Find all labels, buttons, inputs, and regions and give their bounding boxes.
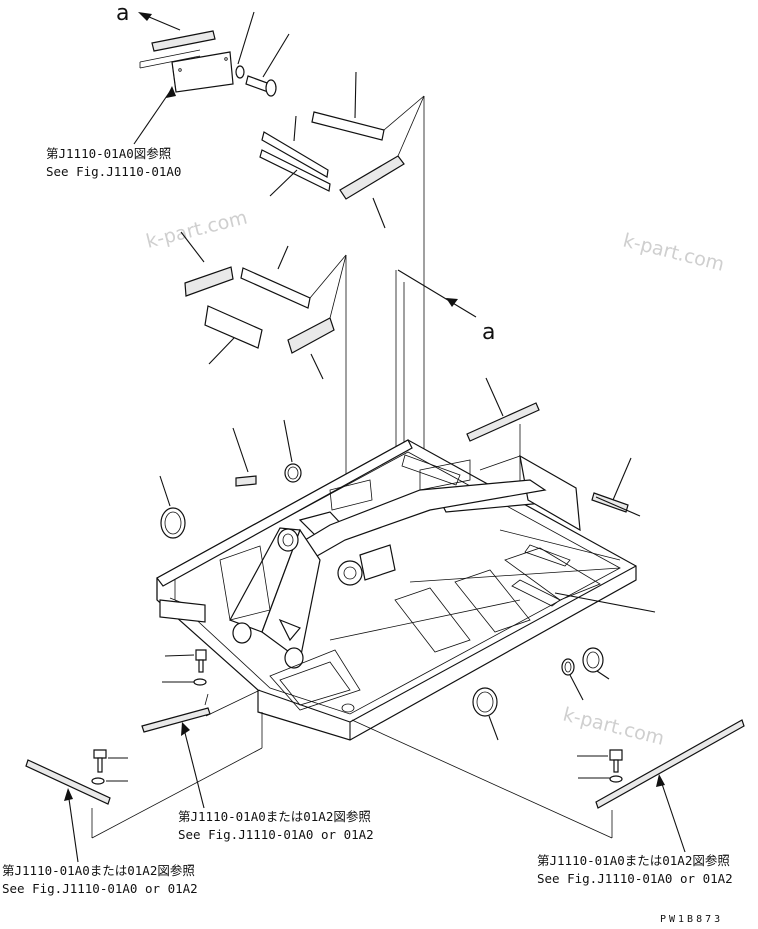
upper-strip-set (259, 71, 425, 640)
ref-bottom-left-jp: 第J1110-01A0または01A2図参照 (2, 863, 195, 878)
arrow-head-icon (166, 86, 176, 98)
right-bolt-cover-set (351, 719, 745, 853)
arrow-head-icon (64, 788, 73, 801)
view-marker-top-label: a (116, 1, 129, 26)
ref-top: 第J1110-01A0図参照 See Fig.J1110-01A0 (46, 86, 181, 179)
watermark-1: k-part.com (144, 206, 250, 252)
arrow-head-icon (446, 298, 458, 307)
watermark-3: k-part.com (561, 704, 667, 750)
ref-bottom-center-jp: 第J1110-01A0または01A2図参照 (178, 809, 371, 824)
arrow-head-icon (138, 12, 152, 21)
ref-bottom-right-jp: 第J1110-01A0または01A2図参照 (537, 853, 730, 868)
view-marker-right-label: a (482, 320, 495, 345)
ref-bottom-center-en: See Fig.J1110-01A0 or 01A2 (178, 827, 374, 842)
arrow-head-icon (656, 774, 665, 787)
main-frame (156, 439, 656, 741)
left-bolt-cover-set (25, 649, 263, 863)
ref-bottom-right-en: See Fig.J1110-01A0 or 01A2 (537, 871, 733, 886)
ref-top-en: See Fig.J1110-01A0 (46, 164, 181, 179)
ref-bottom-left-en: See Fig.J1110-01A0 or 01A2 (2, 881, 198, 896)
ref-bottom-right: 第J1110-01A0または01A2図参照 See Fig.J1110-01A0… (537, 774, 733, 886)
ref-bottom-left: 第J1110-01A0または01A2図参照 See Fig.J1110-01A0… (2, 788, 198, 896)
middle-strip-set (180, 231, 347, 700)
seal-rings (472, 647, 610, 741)
top-cover-plates (139, 11, 290, 97)
drawing-code: PW1B873 (660, 914, 723, 925)
arrow-head-icon (181, 722, 190, 736)
watermark-2: k-part.com (621, 230, 727, 276)
view-marker-top: a (116, 1, 181, 31)
ref-bottom-center: 第J1110-01A0または01A2図参照 See Fig.J1110-01A0… (178, 722, 374, 842)
view-marker-right: a (397, 269, 495, 345)
ref-top-jp: 第J1110-01A0図参照 (46, 146, 171, 161)
